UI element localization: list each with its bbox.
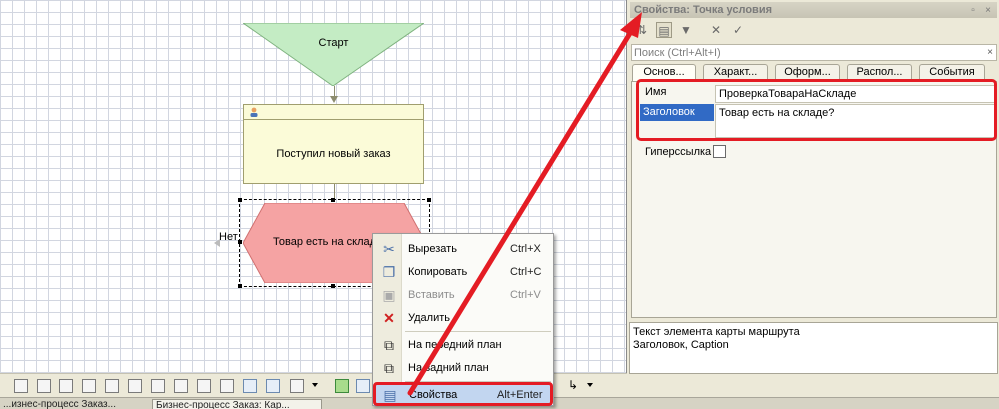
apply-icon[interactable]: ✓ xyxy=(732,23,744,37)
menu-item-label: На передний план xyxy=(408,339,502,351)
property-description: Текст элемента карты маршрута Заголовок,… xyxy=(629,322,998,374)
clear-icon[interactable]: ✕ xyxy=(710,23,722,37)
tab-appearance[interactable]: Оформ... xyxy=(775,64,840,81)
paste-icon: ▣ xyxy=(382,287,396,303)
menu-item-delete[interactable]: ✕ Удалить xyxy=(373,307,553,329)
properties-toolbar: ⇅ ▤ ▼ ✕ ✓ xyxy=(630,19,997,41)
connector-tool-icon[interactable] xyxy=(356,379,370,393)
bring-to-front-icon: ⧉ xyxy=(384,337,394,353)
center-horizontal-icon[interactable] xyxy=(243,379,257,393)
menu-item-shortcut: Ctrl+V xyxy=(510,289,541,301)
align-bottom-icon[interactable] xyxy=(128,379,142,393)
title-field[interactable]: Товар есть на складе? xyxy=(715,104,995,138)
menu-item-shortcut: Ctrl+C xyxy=(510,266,542,278)
menu-item-bring-front[interactable]: ⧉ На передний план xyxy=(373,334,553,356)
properties-title-bar: Свойства: Точка условия ▫ × xyxy=(630,2,997,18)
filter-icon[interactable]: ▼ xyxy=(680,23,692,37)
title-label: Заголовок xyxy=(640,104,714,121)
selection-handle[interactable] xyxy=(331,198,335,202)
search-input[interactable] xyxy=(634,46,979,60)
condition-node-label: Товар есть на склад xyxy=(273,236,377,248)
chevron-down-icon[interactable] xyxy=(587,383,593,387)
start-node-label: Старт xyxy=(318,37,349,49)
properties-title: Свойства: Точка условия xyxy=(634,4,773,16)
description-line: Заголовок, Caption xyxy=(633,339,729,351)
same-height-icon[interactable] xyxy=(174,379,188,393)
selection-handle[interactable] xyxy=(238,198,242,202)
delete-icon: ✕ xyxy=(383,310,395,326)
same-width-icon[interactable] xyxy=(151,379,165,393)
annotation-highlight-box xyxy=(636,79,997,141)
document-tab-label: Бизнес-процесс Заказ: Кар... xyxy=(156,400,290,409)
menu-item-send-back[interactable]: ⧉ На задний план xyxy=(373,357,553,379)
align-right-icon[interactable] xyxy=(59,379,73,393)
user-icon xyxy=(250,107,258,117)
scissors-icon: ✂ xyxy=(383,241,395,257)
align-left-icon[interactable] xyxy=(14,379,28,393)
menu-item-label: Вырезать xyxy=(408,243,457,255)
selection-handle[interactable] xyxy=(238,240,242,244)
send-to-back-icon: ⧉ xyxy=(384,360,394,376)
selection-handle[interactable] xyxy=(427,198,431,202)
route-arrow-icon[interactable]: ↳ xyxy=(568,378,579,392)
name-field[interactable]: ПроверкаТовараНаСкладе xyxy=(715,85,995,103)
distribute-horizontal-icon[interactable] xyxy=(197,379,211,393)
align-center-icon[interactable] xyxy=(37,379,51,393)
no-branch-arrow xyxy=(214,239,220,247)
chevron-down-icon[interactable] xyxy=(312,383,318,387)
tab-characteristics[interactable]: Характ... xyxy=(703,64,768,81)
properties-icon: ▤ xyxy=(383,387,397,403)
selection-handle[interactable] xyxy=(238,284,242,288)
align-top-icon[interactable] xyxy=(82,379,96,393)
menu-item-paste[interactable]: ▣ Вставить Ctrl+V xyxy=(373,284,553,306)
document-tab[interactable]: ...изнес-процесс Заказ... xyxy=(3,399,116,409)
clear-search-icon[interactable]: × xyxy=(987,47,993,58)
start-node[interactable]: Старт xyxy=(241,22,426,87)
menu-item-copy[interactable]: ❐ Копировать Ctrl+C xyxy=(373,261,553,283)
task-node[interactable]: Поступил новый заказ xyxy=(243,104,424,184)
align-middle-icon[interactable] xyxy=(105,379,119,393)
selection-handle[interactable] xyxy=(331,284,335,288)
no-branch-label: Нет xyxy=(219,231,238,243)
hyperlink-checkbox[interactable] xyxy=(713,145,726,158)
menu-item-cut[interactable]: ✂ Вырезать Ctrl+X xyxy=(373,238,553,260)
pin-icon[interactable]: ▫ xyxy=(971,5,975,16)
group-categories-icon[interactable]: ▤ xyxy=(656,22,672,38)
name-label: Имя xyxy=(645,86,667,98)
hyperlink-label: Гиперссылка xyxy=(645,146,712,158)
menu-item-label: Вставить xyxy=(408,289,455,301)
menu-item-label: На задний план xyxy=(408,362,489,374)
tab-main[interactable]: Основ... xyxy=(632,64,696,82)
connector-line xyxy=(334,184,335,199)
sort-alpha-icon[interactable]: ⇅ xyxy=(636,23,648,37)
connector-arrow xyxy=(330,96,338,103)
distribute-vertical-icon[interactable] xyxy=(220,379,234,393)
copy-icon: ❐ xyxy=(382,264,396,280)
menu-item-shortcut: Ctrl+X xyxy=(510,243,541,255)
connector-line xyxy=(334,86,335,96)
description-line: Текст элемента карты маршрута xyxy=(633,326,800,338)
close-icon[interactable]: × xyxy=(985,5,991,16)
annotation-menu-highlight xyxy=(373,382,553,406)
menu-separator xyxy=(405,331,551,332)
tab-location[interactable]: Распол... xyxy=(847,64,912,81)
start-node-shape xyxy=(241,22,426,87)
menu-item-label: Копировать xyxy=(408,266,468,278)
tab-events[interactable]: События xyxy=(919,64,985,81)
context-menu: ✂ Вырезать Ctrl+X ❐ Копировать Ctrl+C ▣ … xyxy=(372,233,554,406)
task-node-header xyxy=(244,105,423,120)
search-box: × xyxy=(631,44,997,61)
bulb-icon[interactable] xyxy=(290,379,304,393)
task-node-label: Поступил новый заказ xyxy=(276,148,391,160)
menu-icon-strip xyxy=(373,234,402,405)
center-vertical-icon[interactable] xyxy=(266,379,280,393)
document-tab-active[interactable]: Бизнес-процесс Заказ: Кар... xyxy=(152,399,322,409)
menu-item-label: Удалить xyxy=(408,312,450,324)
shape-tool-icon[interactable] xyxy=(335,379,349,393)
